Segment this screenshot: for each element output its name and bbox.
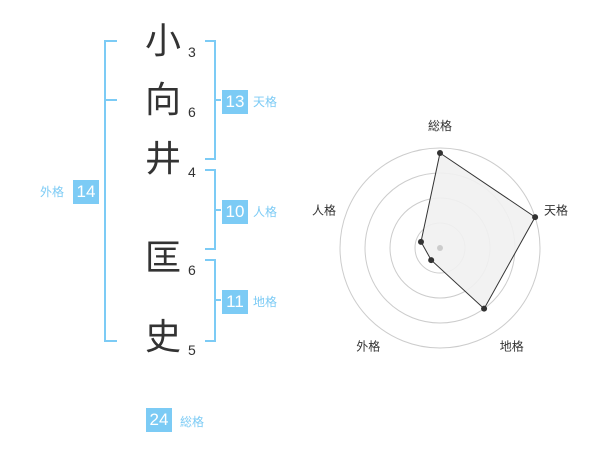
tenkaku-value: 13 <box>222 90 248 114</box>
radar-ring <box>339 147 541 349</box>
radar-point <box>417 238 424 245</box>
jinkaku-value: 10 <box>222 200 248 224</box>
bracket-lines <box>104 40 221 342</box>
soukaku-label: 総格 <box>180 415 205 429</box>
name-char-2: 向 <box>145 80 182 121</box>
chikaku-value: 11 <box>222 290 248 314</box>
gaikaku-label: 外格 <box>40 185 65 199</box>
radar-point <box>481 305 488 312</box>
stroke-count-5: 5 <box>188 342 196 358</box>
radar-axis-label: 人格 <box>312 202 336 217</box>
radar-axis-label: 総格 <box>428 118 452 133</box>
name-char-4: 匡 <box>145 238 182 279</box>
radar-point <box>437 150 443 156</box>
stroke-count-4: 6 <box>188 262 196 278</box>
radar-axis-label: 天格 <box>544 202 568 217</box>
chikaku-label: 地格 <box>253 295 278 309</box>
outer-bracket <box>104 40 117 342</box>
radar-axis-label: 地格 <box>500 339 524 354</box>
radar-polygon <box>420 152 536 310</box>
tenkaku-label: 天格 <box>253 95 278 109</box>
jinkaku-label: 人格 <box>253 205 278 219</box>
soukaku-value: 24 <box>146 408 172 432</box>
radar-point <box>532 214 539 221</box>
radar-point <box>428 257 435 264</box>
radar-axis-label: 外格 <box>356 339 380 354</box>
jinkaku-bracket <box>205 169 216 250</box>
name-char-3: 井 <box>145 139 182 180</box>
radar-center-dot <box>437 245 443 251</box>
stroke-count-1: 3 <box>188 44 196 60</box>
name-char-5: 史 <box>145 317 182 358</box>
stroke-count-2: 6 <box>188 104 196 120</box>
gaikaku-value: 14 <box>73 180 99 204</box>
stroke-count-3: 4 <box>188 164 196 180</box>
name-char-1: 小 <box>145 21 182 62</box>
